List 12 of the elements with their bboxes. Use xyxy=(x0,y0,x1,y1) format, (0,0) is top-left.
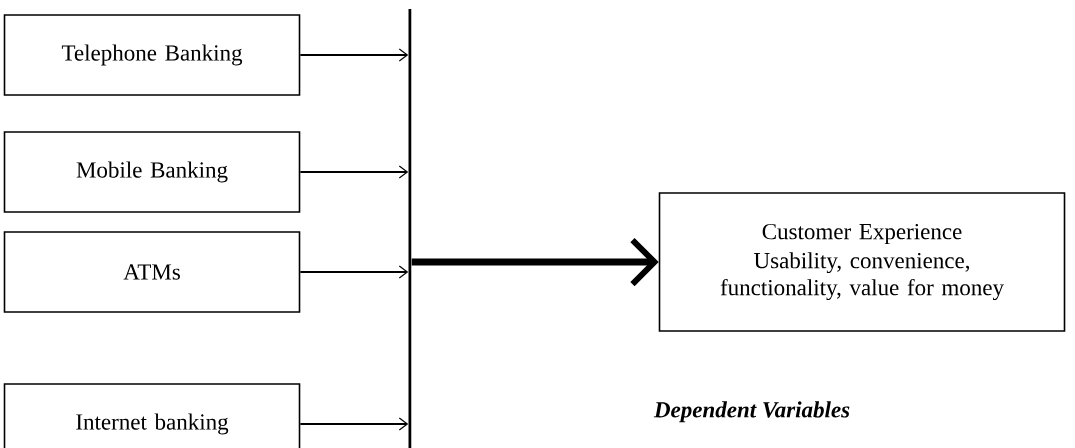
arrow xyxy=(299,417,409,431)
text-box: ATMs xyxy=(3,231,301,313)
caption-text: Dependent Variables xyxy=(653,401,850,423)
arrow xyxy=(411,237,659,287)
text-box: Mobile Banking xyxy=(3,131,301,213)
text-box: Internet banking xyxy=(3,383,301,448)
text-box: Telephone Banking xyxy=(3,14,301,96)
vertical-bar xyxy=(408,9,412,448)
arrow xyxy=(299,265,409,279)
arrow xyxy=(299,48,409,62)
text-box: Customer Experience Usability, convenience, functionality, value for money xyxy=(658,192,1066,332)
arrow xyxy=(299,165,409,179)
